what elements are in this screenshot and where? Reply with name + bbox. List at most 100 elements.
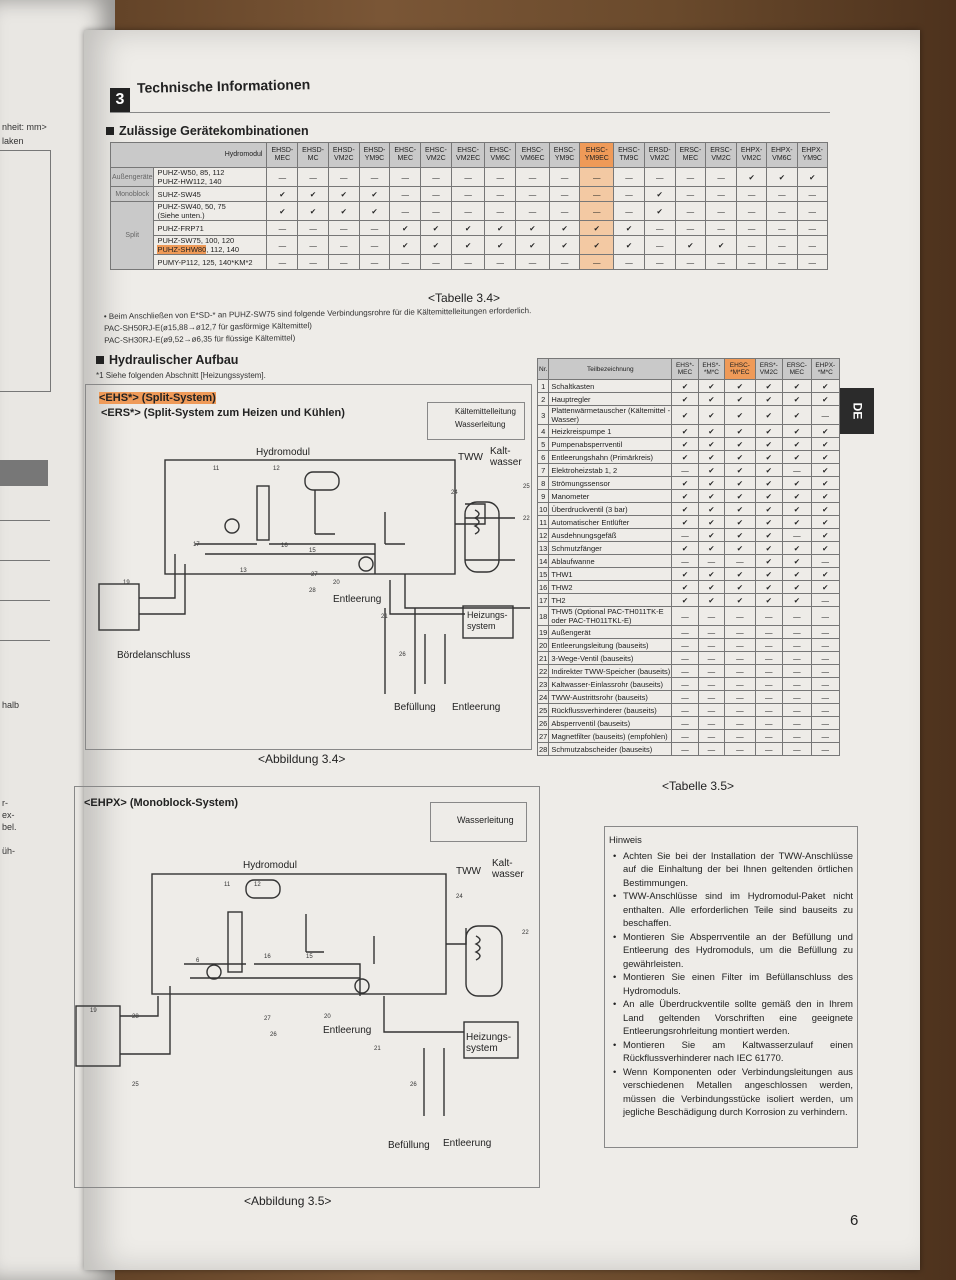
svg-text:13: 13 [240,568,247,574]
left-page-text: halb [2,700,20,710]
part-name: Elektroheizstab 1, 2 [548,463,673,477]
combination-cell: — [515,167,550,187]
combination-cell: — [450,167,486,187]
combination-cell: ✔ [420,235,452,255]
availability-cell: ✔ [724,502,756,516]
svg-text:21: 21 [381,614,388,620]
availability-cell: ✔ [724,379,756,393]
combination-cell: — [705,254,737,270]
availability-cell: — [782,716,812,730]
label-befuellung: Befüllung [388,1140,430,1151]
combination-cell: — [674,201,707,221]
availability-cell: — [810,677,841,691]
part-number: 28 [536,742,550,756]
header-rule [110,112,830,113]
combination-cell: ✔ [705,235,737,255]
combination-cell: ✔ [579,235,615,255]
availability-cell: — [754,677,784,691]
note-item: Achten Sie bei der Installation der TWW-… [613,849,853,890]
availability-cell: ✔ [697,379,726,393]
availability-cell: ✔ [782,437,812,451]
combination-cell: ✔ [643,201,676,221]
availability-cell: ✔ [724,580,756,594]
combination-cell: — [705,220,737,236]
svg-text:12: 12 [273,466,280,472]
model-label: PUHZ-FRP71 [153,220,268,236]
combination-cell: ✔ [484,235,517,255]
part-name: Strömungssensor [548,476,673,490]
availability-cell: — [724,703,756,717]
part-number: 3 [536,405,550,425]
availability-cell: ✔ [754,593,784,607]
availability-cell: — [724,690,756,704]
availability-cell: ✔ [671,580,699,594]
combination-cell: — [484,254,517,270]
note-item: Wenn Komponenten oder Verbindungsleitung… [613,1065,853,1119]
combination-cell: — [613,167,645,187]
part-name: Ablaufwanne [548,554,673,568]
availability-cell: — [671,554,699,568]
column-header: ERSD- VM2C [643,142,676,168]
availability-cell: — [697,742,726,756]
svg-text:28: 28 [309,588,316,594]
part-name: TH2 [548,593,673,607]
availability-cell: — [810,703,841,717]
availability-cell: — [810,716,841,730]
availability-cell: ✔ [754,489,784,503]
availability-cell: — [782,606,812,626]
part-name: Ausdehnungsgefäß [548,528,673,542]
availability-cell: — [782,729,812,743]
availability-cell: — [782,625,812,639]
svg-text:11: 11 [224,882,231,888]
column-header: EHSC- VM2EC [450,142,486,168]
availability-cell: ✔ [782,515,812,529]
availability-cell: — [810,405,841,425]
combination-cell: — [327,220,360,236]
diagram-legend [427,402,525,440]
part-name: Rückflussverhinderer (bauseits) [548,703,673,717]
combination-cell: — [766,201,798,221]
column-header: EHSC- MEC [389,142,422,168]
availability-cell: — [697,651,726,665]
combination-cell: ✔ [450,220,486,236]
combination-cell: ✔ [327,186,360,202]
combination-cell: — [796,186,829,202]
availability-cell: — [754,742,784,756]
combination-cell: — [389,254,422,270]
combination-cell: — [643,220,676,236]
availability-cell: ✔ [724,476,756,490]
left-page-rule [0,600,50,601]
part-name: Entleerungsleitung (bauseits) [548,638,673,652]
availability-cell: — [724,638,756,652]
availability-cell: — [671,703,699,717]
combination-cell: ✔ [358,201,391,221]
table-row: PUHZ-FRP71————✔✔✔✔✔✔✔✔—————— [111,220,829,236]
figure-caption: <Abbildung 3.5> [244,1194,332,1208]
availability-cell: — [671,664,699,678]
table-row: PUMY-P112, 125, 140*KM*2————————————————… [111,254,829,270]
combination-cell: — [484,167,517,187]
note-item: An alle Überdruckventile sollte gemäß de… [613,997,853,1038]
availability-cell: — [671,638,699,652]
left-page-rule [0,640,50,641]
availability-cell: — [724,742,756,756]
availability-cell: — [810,606,841,626]
combination-cell: — [735,220,768,236]
part-name: Manometer [548,489,673,503]
part-number: 16 [536,580,550,594]
combination-cell: — [515,201,550,221]
left-page-text: ex- [2,810,15,820]
availability-cell: — [697,638,726,652]
column-header: Teilbezeichnung [548,358,673,380]
combination-cell: — [297,220,329,236]
availability-cell: — [754,729,784,743]
svg-text:26: 26 [410,1082,417,1088]
